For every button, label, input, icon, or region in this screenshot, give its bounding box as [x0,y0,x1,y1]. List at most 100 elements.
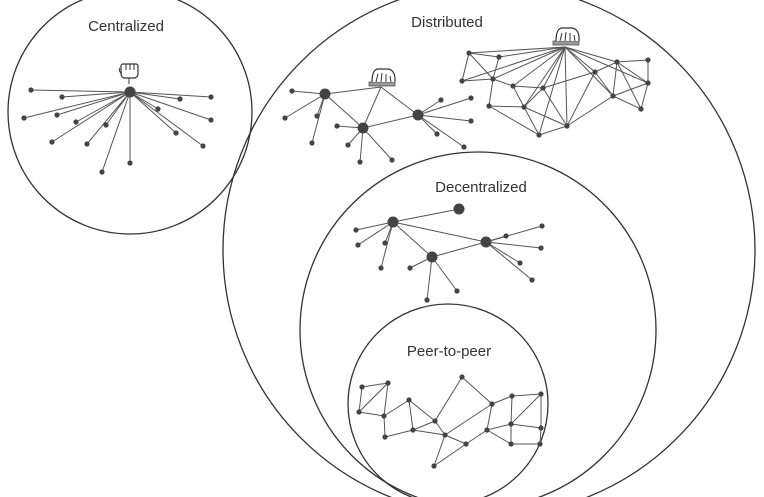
distributed-right-node [459,78,465,84]
centralized-edge [101,91,131,173]
decentralized-hub-node [453,203,465,215]
distributed-left-edge [380,86,419,116]
distributed-right-edge [564,46,596,73]
peer-to-peer-edge [491,395,513,405]
distributed-left-edge [284,93,326,119]
distributed-right-edge [564,46,618,63]
decentralized-edge [380,221,394,269]
distributed-left-edge [311,93,326,144]
centralized-edge [129,91,212,98]
distributed-right-edge [612,95,642,110]
decentralized-edge [392,208,460,223]
peer-to-peer-node [484,427,490,433]
centralized-node [73,119,79,125]
peer-to-peer-edge [361,382,389,388]
distributed-left-node [314,113,320,119]
distributed-right-node [645,57,651,63]
decentralized-edge [431,241,487,258]
peer-to-peer-node [463,441,469,447]
decentralized-edge [392,221,487,243]
peer-to-peer-node [489,401,495,407]
distributed-left-node [289,88,295,94]
peer-to-peer-edge [511,393,542,397]
centralized-hub-node [124,86,136,98]
distributed-right-edge [542,46,566,89]
peer-to-peer-node [442,432,448,438]
distributed-left-edge [359,127,364,163]
centralized-node [54,112,60,118]
label-centralized: Centralized [88,18,164,35]
hand-icon [368,68,396,87]
distributed-right-edge [542,71,596,89]
peer-to-peer-node [406,397,412,403]
distributed-right-node [614,59,620,65]
peer-to-peer-edge [444,403,493,436]
decentralized-node [407,265,413,271]
distributed-right-node [521,104,527,110]
peer-to-peer-edge [412,429,446,436]
centralized-node [173,130,179,136]
peer-to-peer-node [509,393,515,399]
distributed-left-node [438,97,444,103]
distributed-right-node [510,83,516,89]
peer-to-peer-edge [383,415,386,438]
decentralized-node [454,288,460,294]
label-decentralized: Decentralized [435,179,527,196]
distributed-left-node [461,144,467,150]
centralized-edge [61,91,131,98]
distributed-right-node [486,103,492,109]
peer-to-peer-edge [358,386,363,413]
decentralized-hub-node [480,236,492,248]
distributed-left-node [468,118,474,124]
decentralized-node [529,277,535,283]
distributed-right-edge [468,52,494,80]
distributed-right-edge [564,46,649,84]
centralized-node [99,169,105,175]
distributed-right-edge [612,61,618,97]
centralized-node [28,87,34,93]
peer-to-peer-edge [444,434,467,445]
peer-to-peer-edge [486,403,493,431]
peer-to-peer-boundary [347,303,549,497]
peer-to-peer-edge [433,434,446,467]
distributed-right-edge [564,46,568,127]
peer-to-peer-edge [539,427,542,445]
decentralized-node [353,227,359,233]
distributed-right-edge [542,87,568,127]
label-peer-to-peer: Peer-to-peer [406,343,492,360]
distributed-right-edge [566,71,596,127]
peer-to-peer-node [359,384,365,390]
decentralized-edge [392,221,433,258]
centralized-node [59,94,65,100]
distributed-left-hub-node [319,88,331,100]
distributed-right-edge [523,46,566,108]
peer-to-peer-edge [383,399,410,417]
peer-to-peer-node [381,413,387,419]
decentralized-node [424,297,430,303]
distributed-left-node [434,131,440,137]
peer-to-peer-node [459,374,465,380]
peer-to-peer-edge [465,429,488,445]
decentralized-edge [431,256,458,292]
centralized-node [49,139,55,145]
distributed-left-edge [417,114,472,122]
centralized-node [103,122,109,128]
distributed-right-edge [461,52,470,82]
peer-to-peer-node [508,421,514,427]
distributed-right-edge [566,95,614,127]
distributed-left-edge [417,97,472,116]
distributed-right-node [490,76,496,82]
distributed-left-node [468,95,474,101]
peer-to-peer-node [508,441,514,447]
decentralized-node [538,245,544,251]
distributed-right-edge [498,46,566,58]
distributed-left-edge [324,86,382,95]
distributed-right-node [536,132,542,138]
distributed-right-edge [523,106,568,127]
distributed-right-edge [594,71,614,97]
centralized-edge [129,91,212,121]
centralized-node [208,94,214,100]
distributed-right-edge [488,105,525,108]
distributed-right-edge [523,106,540,136]
